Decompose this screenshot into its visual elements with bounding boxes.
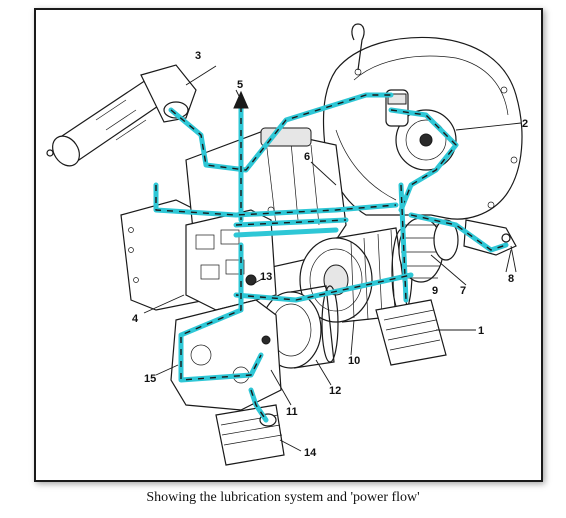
oil-flow-paths	[153, 90, 509, 423]
callout-3: 3	[195, 50, 201, 62]
callout-13: 13	[260, 271, 272, 283]
illustration-frame: 3 2 5 6 4 1 9 7 8 10 11 12 13 14 15	[34, 8, 543, 482]
callout-15: 15	[144, 373, 156, 385]
callout-9: 9	[432, 285, 438, 297]
callout-5: 5	[237, 79, 243, 91]
leader-lines	[143, 65, 522, 452]
figure-caption: Showing the lubrication system and 'powe…	[146, 490, 420, 505]
clutch-drum	[299, 227, 413, 323]
callout-14: 14	[304, 447, 317, 459]
callout-12: 12	[329, 385, 341, 397]
starter-motor	[46, 64, 197, 167]
callout-10: 10	[348, 355, 360, 367]
gear-cluster	[398, 217, 459, 283]
engine-lubrication-illustration: 3 2 5 6 4 1 9 7 8 10 11 12 13 14 15	[46, 23, 528, 466]
callout-4: 4	[132, 313, 139, 325]
callout-11: 11	[286, 406, 298, 418]
callout-1: 1	[478, 325, 484, 337]
callout-6: 6	[304, 151, 310, 163]
lower-filter	[215, 404, 285, 466]
oil-pump	[385, 89, 457, 171]
callout-7: 7	[460, 285, 466, 297]
callout-8: 8	[508, 273, 514, 285]
oil-filter	[375, 299, 447, 366]
callout-2: 2	[522, 118, 528, 130]
